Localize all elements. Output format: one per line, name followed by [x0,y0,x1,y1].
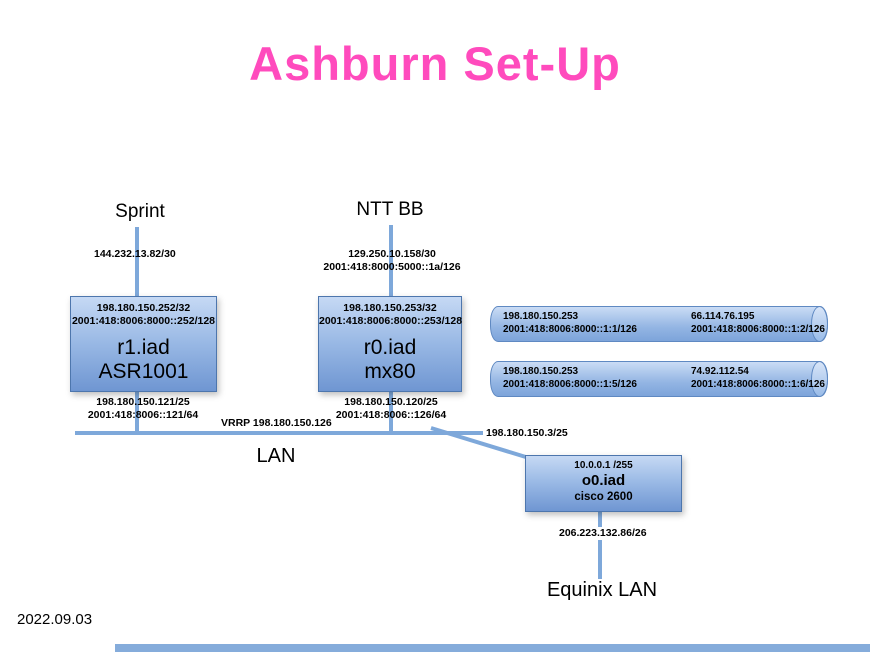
tunnel-1-remote-ip4: 66.114.76.195 [691,311,755,322]
r0-lan-ip6: 2001:418:8006::126/64 [335,409,447,421]
tunnel-1-remote-ip6: 2001:418:8006:8000::1:2/126 [691,323,825,335]
r1-name: r1.iad [117,336,170,359]
r0-name: r0.iad [363,336,417,359]
tunnel-2-local-ip6: 2001:418:8006:8000::1:5/126 [503,378,637,390]
tunnel-2-remote: 74.92.112.54 2001:418:8006:8000::1:6/126 [691,366,825,391]
tunnel-1-local: 198.180.150.253 2001:418:8006:8000::1:1/… [503,311,637,336]
o0-ip: 10.0.0.1 /255 [574,460,633,471]
sprint-link-ip: 144.232.13.82/30 [94,248,176,260]
router-r0-box: 198.180.150.253/32 2001:418:8006:8000::2… [318,296,462,392]
slide-title: Ashburn Set-Up [249,37,621,90]
ntt-label: NTT BB [356,199,424,220]
tunnel-1-local-ip4: 198.180.150.253 [503,311,579,322]
tunnel-cylinder-1: 198.180.150.253 2001:418:8006:8000::1:1/… [490,306,828,342]
r1-lan-ip6: 2001:418:8006::121/64 [87,409,199,421]
r1-model: ASR1001 [98,360,189,383]
lan-label: LAN [256,445,296,467]
tunnel-1-remote: 66.114.76.195 2001:418:8006:8000::1:2/12… [691,311,825,336]
r0-model: mx80 [364,360,416,383]
ntt-uplink-line [389,225,393,297]
ntt-link-ip4: 129.250.10.158/30 [348,248,436,260]
ntt-link-ips: 129.250.10.158/30 2001:418:8000:5000::1a… [323,248,461,274]
r1-lan-ips: 198.180.150.121/25 2001:418:8006::121/64 [72,396,214,422]
sprint-uplink-line [135,227,139,297]
r1-loopback-ip6: 2001:418:8006:8000::252/128 [71,314,216,327]
r0-loopback-ip6: 2001:418:8006:8000::253/128 [319,314,463,327]
bottom-accent-bar [115,644,870,652]
o0-equinix-line [598,509,602,579]
slide-date: 2022.09.03 [17,611,93,628]
equinix-label: Equinix LAN [546,579,658,601]
o0-link-ip: 198.180.150.3/25 [486,427,568,439]
tunnel-1-local-ip6: 2001:418:8006:8000::1:1/126 [503,323,637,335]
ntt-link-ip6: 2001:418:8000:5000::1a/126 [323,261,461,273]
r0-lan-ips: 198.180.150.120/25 2001:418:8006::126/64 [318,396,464,422]
r1-lan-ip4: 198.180.150.121/25 [96,396,190,408]
vrrp-label: VRRP 198.180.150.126 [221,417,332,429]
o0-model: cisco 2600 [574,491,633,503]
router-o0-box: 10.0.0.1 /255 o0.iad cisco 2600 [525,455,682,512]
tunnel-cylinder-2: 198.180.150.253 2001:418:8006:8000::1:5/… [490,361,828,397]
tunnel-2-local-ip4: 198.180.150.253 [503,366,579,377]
o0-name: o0.iad [581,472,626,489]
r0-lan-ip4: 198.180.150.120/25 [344,396,438,408]
sprint-label: Sprint [115,201,165,222]
lan-bus-line [75,431,483,435]
equinix-link-ip: 206.223.132.86/26 [556,527,650,540]
router-r1-box: 198.180.150.252/32 2001:418:8006:8000::2… [70,296,217,392]
tunnel-1-cap [811,306,828,342]
tunnel-2-local: 198.180.150.253 2001:418:8006:8000::1:5/… [503,366,637,391]
tunnel-2-remote-ip6: 2001:418:8006:8000::1:6/126 [691,378,825,390]
tunnel-2-cap [811,361,828,397]
r0-lan-line [389,390,393,435]
r1-loopback-ip4: 198.180.150.252/32 [96,302,191,314]
r0-loopback-ip4: 198.180.150.253/32 [343,302,437,314]
tunnel-2-remote-ip4: 74.92.112.54 [691,366,749,377]
r1-lan-line [135,390,139,435]
